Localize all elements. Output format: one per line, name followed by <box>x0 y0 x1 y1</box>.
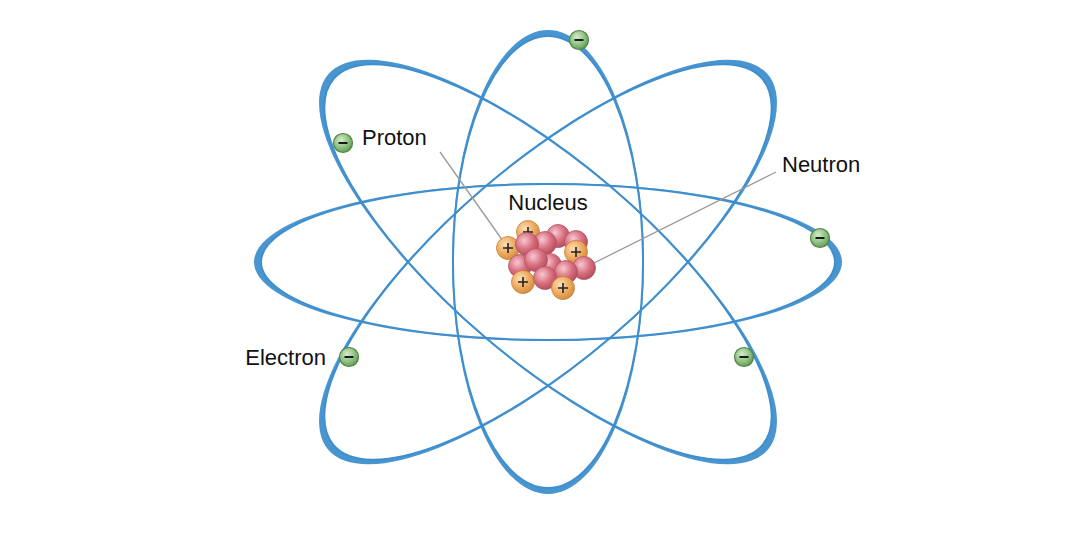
orbit <box>452 30 644 494</box>
electron-ball <box>340 348 359 367</box>
electron-particle <box>570 31 589 50</box>
minus-sign <box>740 356 749 358</box>
proton-particle <box>512 271 535 294</box>
neutron-label: Neutron <box>779 152 863 178</box>
electron-particle <box>811 229 830 248</box>
orbit-crescent <box>254 183 842 341</box>
proton-particle <box>552 277 575 300</box>
electron-ball <box>570 31 589 50</box>
plus-sign <box>503 243 513 253</box>
particle-ball <box>512 271 535 294</box>
electron-particle <box>340 348 359 367</box>
minus-sign <box>816 237 825 239</box>
orbit-line <box>261 184 835 340</box>
leader-lines <box>440 152 776 264</box>
orbit-crescent <box>264 0 832 525</box>
nucleus-label: Nucleus <box>505 190 590 216</box>
electron-particle <box>735 348 754 367</box>
minus-sign <box>339 142 348 144</box>
plus-sign <box>571 247 581 257</box>
electron-particle <box>334 134 353 153</box>
nucleus-cluster <box>497 221 596 300</box>
orbit <box>264 0 832 525</box>
minus-sign <box>345 356 354 358</box>
plus-sign <box>518 277 528 287</box>
electron-ball <box>334 134 353 153</box>
orbit-line <box>270 4 826 519</box>
electron-ball <box>735 348 754 367</box>
orbit <box>254 183 842 341</box>
orbit-crescent <box>452 30 644 494</box>
leader-line <box>592 172 776 264</box>
electron-orbits <box>254 0 842 525</box>
orbit <box>264 0 832 525</box>
orbit-line <box>453 36 643 488</box>
leader-line <box>440 152 503 241</box>
electrons <box>334 31 830 367</box>
electron-ball <box>811 229 830 248</box>
electron-label: Electron <box>242 345 329 371</box>
orbit-line <box>270 4 826 519</box>
orbit-crescent <box>264 0 832 525</box>
particle-ball <box>552 277 575 300</box>
plus-sign <box>558 283 568 293</box>
minus-sign <box>575 39 584 41</box>
proton-label: Proton <box>359 125 430 151</box>
